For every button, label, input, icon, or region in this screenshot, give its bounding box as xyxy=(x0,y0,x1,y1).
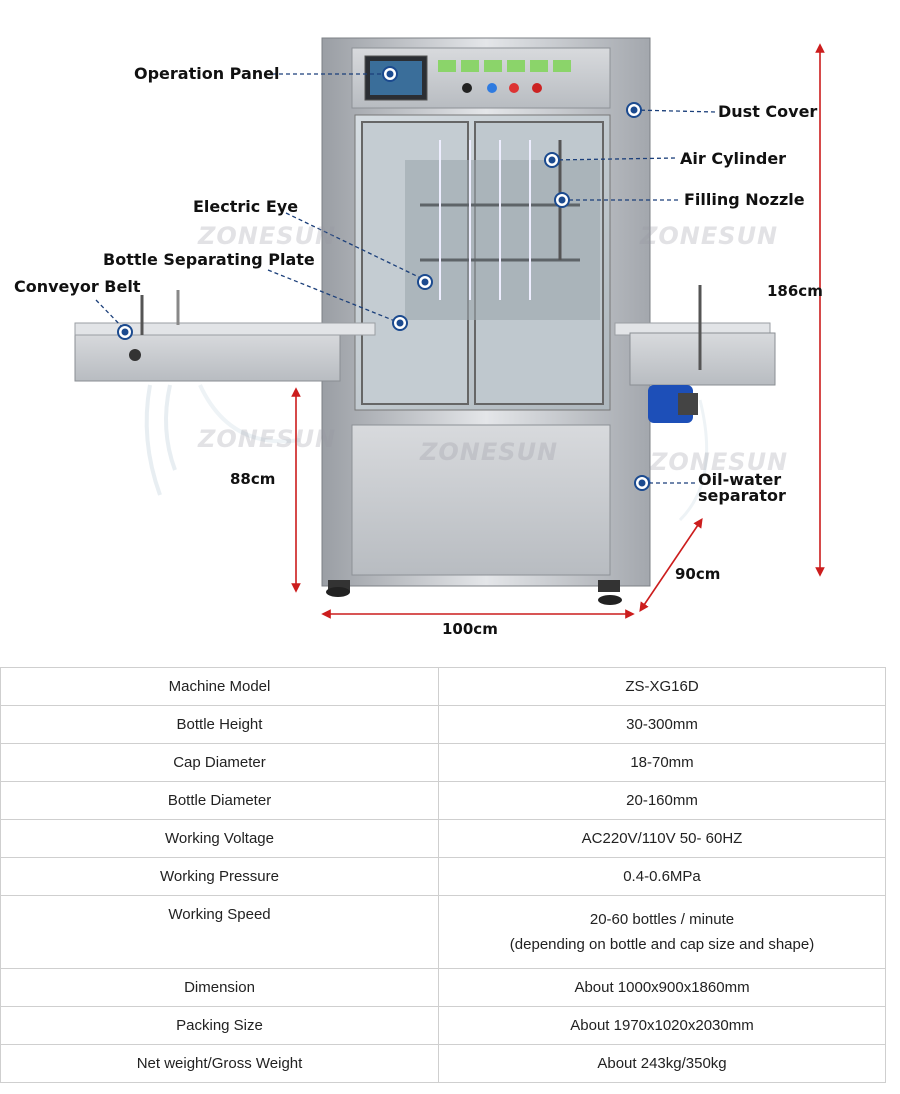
table-row: Packing Size About 1970x1020x2030mm xyxy=(0,1006,886,1045)
callout-oil-water-line1: Oil-water xyxy=(698,470,782,489)
machine-body xyxy=(321,37,651,605)
callout-oil-water-line2: separator xyxy=(698,486,786,505)
spec-label: Working Speed xyxy=(0,895,439,969)
watermark: ZONESUN xyxy=(650,448,789,476)
table-row: Working Voltage AC220V/110V 50- 60HZ xyxy=(0,819,886,858)
spec-label: Dimension xyxy=(0,968,439,1007)
spec-value: 30-300mm xyxy=(438,705,886,744)
spec-label: Packing Size xyxy=(0,1006,439,1045)
callout-conveyor-belt: Conveyor Belt xyxy=(14,277,141,296)
callout-bottle-separating-plate: Bottle Separating Plate xyxy=(103,250,315,269)
table-row: Working Pressure 0.4-0.6MPa xyxy=(0,857,886,896)
callout-electric-eye: Electric Eye xyxy=(193,197,299,216)
callout-filling-nozzle: Filling Nozzle xyxy=(684,190,805,209)
dimension-depth: 90cm xyxy=(675,565,721,583)
table-row: Bottle Height 30-300mm xyxy=(0,705,886,744)
spec-label: Bottle Diameter xyxy=(0,781,439,820)
callout-air-cylinder: Air Cylinder xyxy=(680,149,787,168)
spec-value: 18-70mm xyxy=(438,743,886,782)
spec-label: Cap Diameter xyxy=(0,743,439,782)
spec-value: About 1970x1020x2030mm xyxy=(438,1006,886,1045)
watermark: ZONESUN xyxy=(420,438,559,466)
watermark: ZONESUN xyxy=(640,222,779,250)
spec-label: Machine Model xyxy=(0,667,439,706)
dimension-arrows xyxy=(291,43,825,619)
callout-oil-water-separator: Oil-water separator xyxy=(698,472,786,504)
spec-table: Machine Model ZS-XG16D Bottle Height 30-… xyxy=(0,667,886,1083)
table-row: Cap Diameter 18-70mm xyxy=(0,743,886,782)
callout-dots xyxy=(117,66,650,491)
spec-label: Working Voltage xyxy=(0,819,439,858)
watermark: ZONESUN xyxy=(198,222,337,250)
spec-value: ZS-XG16D xyxy=(438,667,886,706)
dimension-width: 100cm xyxy=(442,620,498,638)
spec-label: Working Pressure xyxy=(0,857,439,896)
conveyor xyxy=(74,285,776,522)
spec-value: About 1000x900x1860mm xyxy=(438,968,886,1007)
table-row: Net weight/Gross Weight About 243kg/350k… xyxy=(0,1044,886,1083)
table-row: Working Speed 20-60 bottles / minute (de… xyxy=(0,895,886,969)
spec-value: 20-60 bottles / minute (depending on bot… xyxy=(438,895,886,969)
callout-dust-cover: Dust Cover xyxy=(718,102,818,121)
spec-value: AC220V/110V 50- 60HZ xyxy=(438,819,886,858)
spec-value-line2: (depending on bottle and cap size and sh… xyxy=(509,936,815,953)
table-row: Bottle Diameter 20-160mm xyxy=(0,781,886,820)
watermark: ZONESUN xyxy=(198,425,337,453)
spec-value: About 243kg/350kg xyxy=(438,1044,886,1083)
table-row: Dimension About 1000x900x1860mm xyxy=(0,968,886,1007)
spec-label: Net weight/Gross Weight xyxy=(0,1044,439,1083)
spec-value: 20-160mm xyxy=(438,781,886,820)
callout-leaders xyxy=(95,73,716,484)
panel-indicators xyxy=(438,60,571,93)
dimension-height: 186cm xyxy=(767,282,823,300)
dimension-conveyor-height: 88cm xyxy=(230,470,276,488)
callout-operation-panel: Operation Panel xyxy=(134,64,280,83)
spec-label: Bottle Height xyxy=(0,705,439,744)
machine-figure: ZONESUN ZONESUN ZONESUN ZONESUN ZONESUN … xyxy=(14,37,825,638)
spec-value-line1: 20-60 bottles / minute xyxy=(589,911,735,928)
table-row: Machine Model ZS-XG16D xyxy=(0,667,886,706)
machine-illustration xyxy=(74,37,825,619)
spec-value: 0.4-0.6MPa xyxy=(438,857,886,896)
